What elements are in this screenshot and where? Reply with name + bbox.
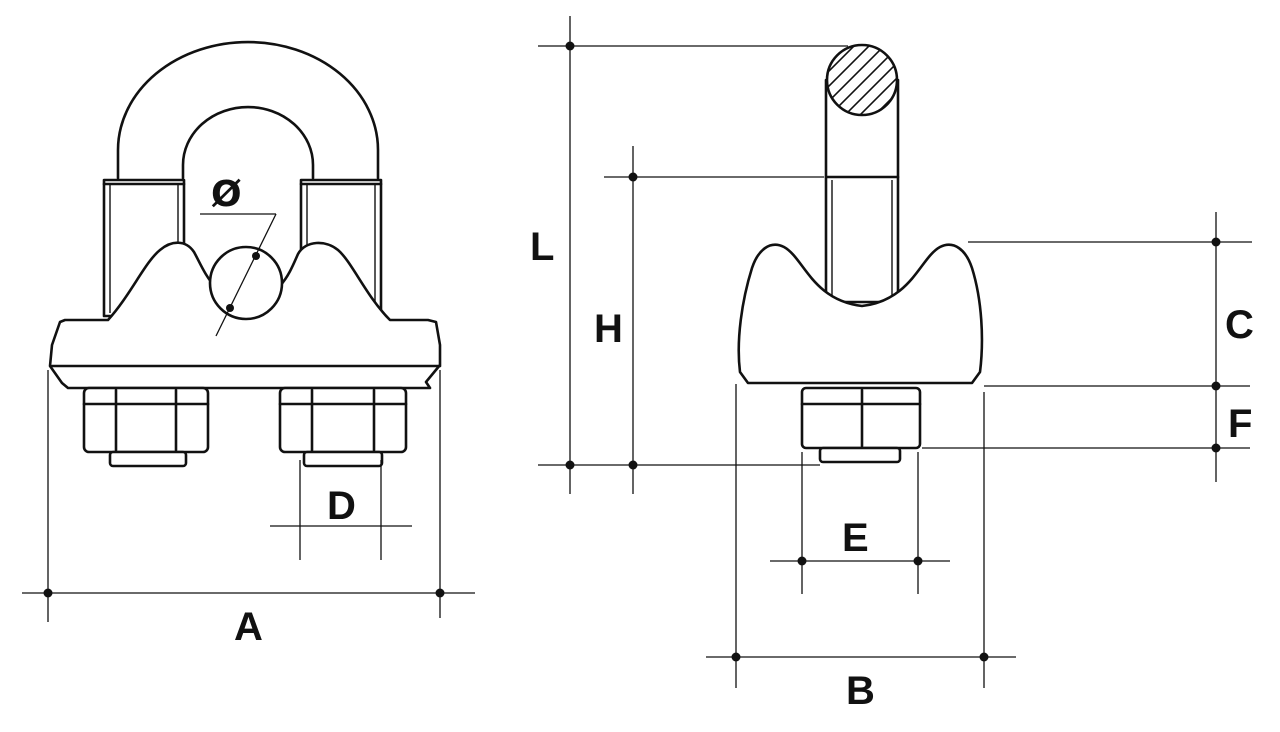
label-f: F (1228, 402, 1252, 446)
label-h: H (594, 307, 623, 351)
rod-section (825, 43, 899, 117)
nut-right (278, 386, 408, 468)
diameter-dimension (200, 213, 277, 337)
dimension-a (22, 370, 475, 622)
dimension-h (604, 146, 824, 494)
saddle-side (737, 243, 984, 385)
label-b: B (846, 669, 875, 713)
u-bolt-outer (116, 40, 380, 180)
dimension-d (270, 460, 412, 560)
dimension-b (706, 384, 1016, 688)
label-diameter: Ø (211, 174, 242, 215)
nut-side (800, 386, 922, 464)
label-c: C (1225, 303, 1254, 347)
label-l: L (530, 225, 554, 269)
dimension-e (770, 452, 950, 594)
nut-left (82, 386, 210, 468)
label-d: D (327, 484, 356, 528)
rope-section-front (208, 245, 284, 321)
dimension-c-f (922, 212, 1252, 482)
side-view (538, 16, 1252, 688)
u-bolt-inner (181, 105, 315, 180)
dimension-l (538, 16, 848, 494)
front-view (22, 40, 475, 622)
label-a: A (234, 605, 263, 649)
label-e: E (842, 516, 869, 560)
bolt-rod (824, 78, 900, 304)
